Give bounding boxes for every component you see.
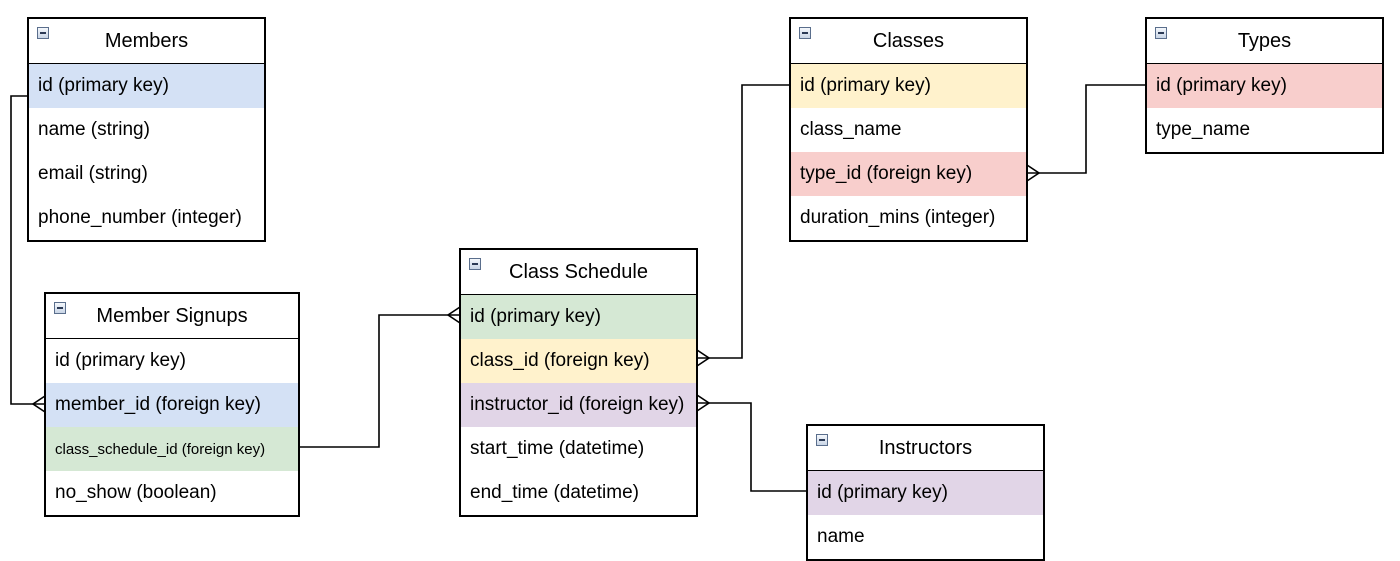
field-types-id[interactable]: id (primary key) [1147, 64, 1382, 108]
entity-class-schedule[interactable]: Class Schedule id (primary key) class_id… [459, 248, 698, 517]
field-members-name[interactable]: name (string) [38, 119, 150, 140]
entity-classes[interactable]: Classes id (primary key) class_name type… [789, 17, 1028, 242]
field-member-signups-no-show[interactable]: no_show (boolean) [55, 482, 217, 503]
relationship-class-schedule-to-member-signups[interactable] [299, 306, 461, 448]
collapse-icon[interactable] [799, 27, 811, 39]
entity-instructors[interactable]: Instructors id (primary key) name [806, 424, 1045, 561]
entity-title: Members [104, 29, 189, 52]
field-members-phone-number[interactable]: phone_number (integer) [38, 207, 242, 228]
field-classes-class-name[interactable]: class_name [800, 119, 902, 140]
entity-members-header[interactable]: Members [29, 19, 264, 64]
field-members-email[interactable]: email (string) [38, 163, 148, 184]
field-member-signups-class-schedule-id[interactable]: class_schedule_id (foreign key) [46, 427, 298, 471]
entity-types[interactable]: Types id (primary key) type_name [1145, 17, 1384, 154]
collapse-icon[interactable] [816, 434, 828, 446]
field-classes-duration-mins[interactable]: duration_mins (integer) [800, 207, 996, 228]
entity-title: Instructors [878, 436, 973, 459]
relationship-instructors-to-class-schedule[interactable] [696, 394, 807, 492]
entity-title: Class Schedule [509, 260, 648, 283]
field-class-schedule-instructor-id[interactable]: instructor_id (foreign key) [461, 383, 696, 427]
entity-title: Classes [872, 29, 945, 52]
field-types-type-name[interactable]: type_name [1156, 119, 1251, 140]
collapse-icon[interactable] [54, 302, 66, 314]
entity-title: Types [1237, 29, 1292, 52]
collapse-icon[interactable] [1155, 27, 1167, 39]
relationship-types-to-classes[interactable] [1026, 84, 1146, 182]
field-classes-id[interactable]: id (primary key) [791, 64, 1026, 108]
field-members-id[interactable]: id (primary key) [29, 64, 264, 108]
entity-class-schedule-header[interactable]: Class Schedule [461, 250, 696, 295]
entity-classes-header[interactable]: Classes [791, 19, 1026, 64]
field-instructors-id[interactable]: id (primary key) [808, 471, 1043, 515]
field-member-signups-id[interactable]: id (primary key) [55, 350, 186, 371]
entity-types-header[interactable]: Types [1147, 19, 1382, 64]
entity-instructors-header[interactable]: Instructors [808, 426, 1043, 471]
entity-member-signups[interactable]: Member Signups id (primary key) member_i… [44, 292, 300, 517]
field-class-schedule-start-time[interactable]: start_time (datetime) [470, 438, 645, 459]
field-class-schedule-id[interactable]: id (primary key) [461, 295, 696, 339]
relationship-classes-to-class-schedule[interactable] [696, 84, 790, 367]
relationship-members-to-member-signups[interactable] [10, 95, 46, 413]
field-instructors-name[interactable]: name [817, 526, 865, 547]
collapse-icon[interactable] [37, 27, 49, 39]
field-class-schedule-end-time[interactable]: end_time (datetime) [470, 482, 639, 503]
entity-members[interactable]: Members id (primary key) name (string) e… [27, 17, 266, 242]
collapse-icon[interactable] [469, 258, 481, 270]
entity-member-signups-header[interactable]: Member Signups [46, 294, 298, 339]
field-member-signups-member-id[interactable]: member_id (foreign key) [46, 383, 298, 427]
field-classes-type-id[interactable]: type_id (foreign key) [791, 152, 1026, 196]
entity-title: Member Signups [96, 304, 248, 327]
field-class-schedule-class-id[interactable]: class_id (foreign key) [461, 339, 696, 383]
